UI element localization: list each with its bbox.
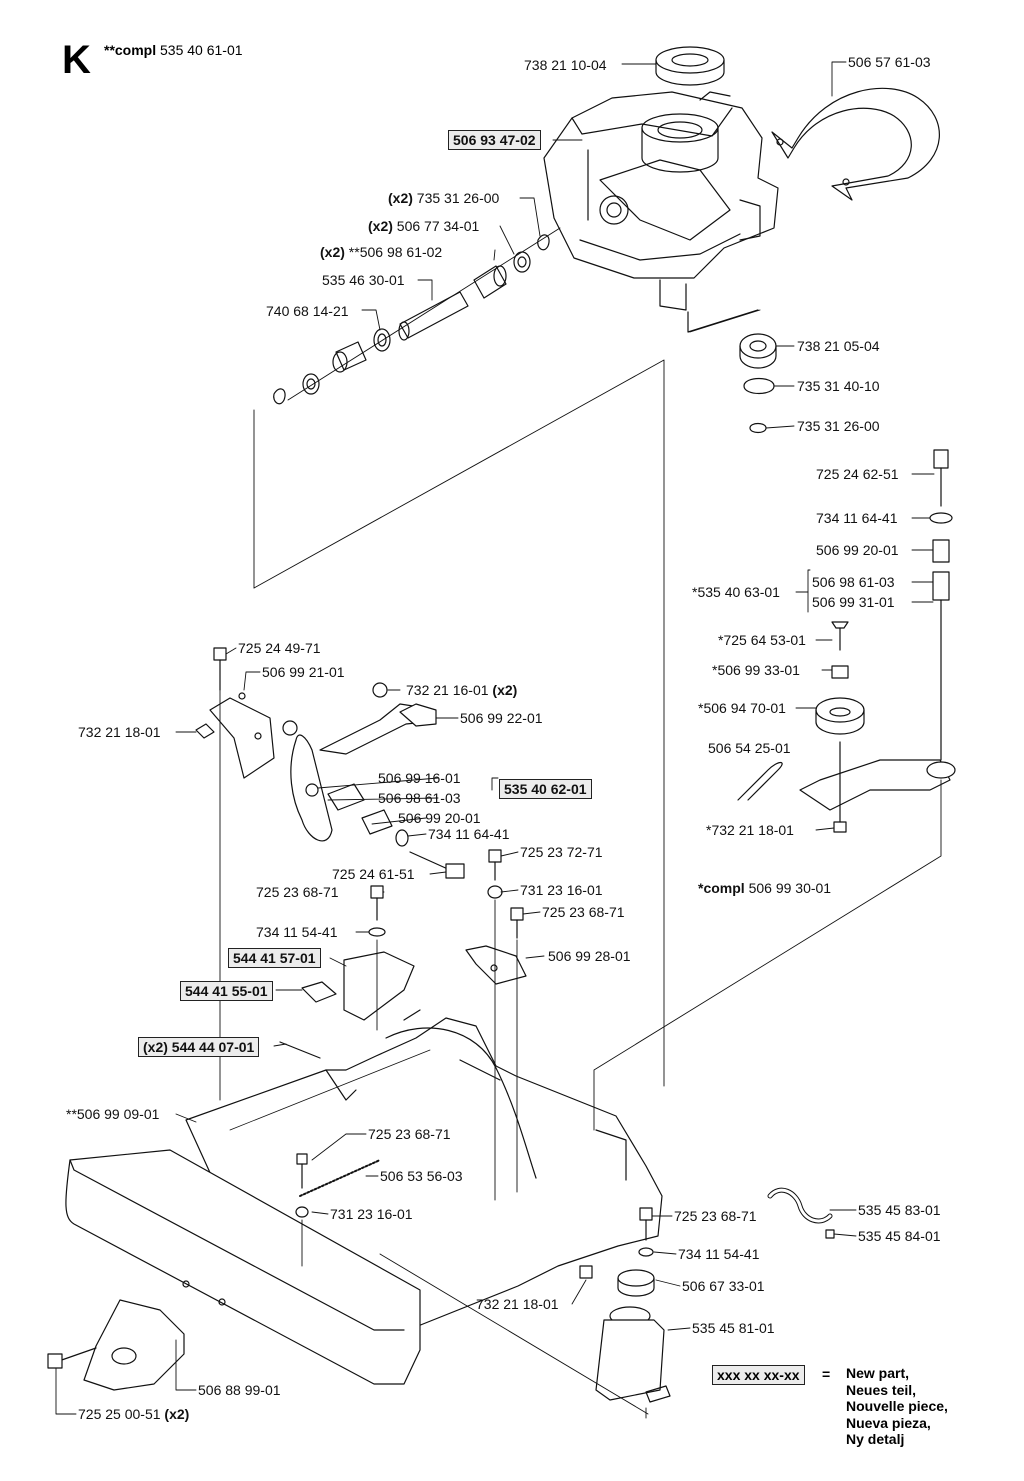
- switch-bracket: [279, 951, 415, 1059]
- part-label: 734 11 54-41: [256, 924, 338, 940]
- legend-line: Nueva pieza,: [846, 1414, 931, 1431]
- part-label: 535 46 30-01: [322, 272, 405, 288]
- part-label: 731 23 16-01: [330, 1206, 413, 1222]
- part-label: 535 45 81-01: [692, 1320, 775, 1336]
- part-label-new: 544 41 57-01: [228, 948, 321, 968]
- linkage-assembly: [195, 647, 465, 879]
- assembly-title-number: 535 40 61-01: [160, 42, 243, 58]
- part-label: 725 24 62-51: [816, 466, 899, 482]
- strap-bracket: [771, 87, 940, 201]
- part-label: 731 23 16-01: [520, 882, 603, 898]
- part-number: 725 25 00-51: [78, 1406, 161, 1422]
- part-label: 732 21 18-01: [476, 1296, 559, 1312]
- part-label: 725 23 68-71: [368, 1126, 451, 1142]
- part-label: 735 31 26-00: [797, 418, 880, 434]
- part-label: 535 45 84-01: [858, 1228, 941, 1244]
- part-qty: (x2): [164, 1406, 190, 1422]
- part-label: 738 21 10-04: [524, 57, 607, 73]
- legend-line: Ny detalj: [846, 1431, 905, 1447]
- gearbox-housing: [543, 46, 779, 311]
- part-label: *compl 506 99 30-01: [698, 880, 831, 896]
- part-label: 725 23 68-71: [674, 1208, 757, 1224]
- part-label: 506 99 28-01: [548, 948, 631, 964]
- part-label: *725 64 53-01: [718, 632, 806, 648]
- part-label: 506 99 21-01: [262, 664, 345, 680]
- label-leaders: [55, 61, 935, 1415]
- part-qty: (x2): [368, 218, 393, 234]
- part-label: 732 21 16-01 (x2): [406, 682, 517, 698]
- part-label: *732 21 18-01: [706, 822, 794, 838]
- part-number: 506 99 30-01: [748, 880, 832, 896]
- assembly-title-prefix: **compl: [104, 42, 157, 58]
- assembly-title: **compl 535 40 61-01: [104, 42, 243, 58]
- part-label: 738 21 05-04: [797, 338, 880, 354]
- part-label: 506 99 20-01: [816, 542, 899, 558]
- part-label: *506 99 33-01: [712, 662, 800, 678]
- part-label: (x2) 735 31 26-00: [388, 190, 499, 206]
- part-label: 734 11 54-41: [678, 1246, 760, 1262]
- part-label: (x2) 506 77 34-01: [368, 218, 479, 234]
- part-qty: (x2): [388, 190, 413, 206]
- part-label: *506 94 70-01: [698, 700, 786, 716]
- part-label: 506 98 61-03: [378, 790, 461, 806]
- part-label: *535 40 63-01: [692, 584, 780, 600]
- part-number: **506 98 61-02: [348, 244, 443, 260]
- part-label: 506 98 61-03: [812, 574, 895, 590]
- part-label: 725 24 49-71: [238, 640, 321, 656]
- part-label: 732 21 18-01: [78, 724, 161, 740]
- legend-line: Neues teil,: [846, 1381, 917, 1398]
- legend-text: New part, Neues teil, Nouvelle piece, Nu…: [846, 1365, 948, 1448]
- part-number: 732 21 16-01: [406, 682, 489, 698]
- idler-assembly: [737, 449, 956, 833]
- part-qty: *compl: [698, 880, 745, 896]
- part-label: **506 99 09-01: [66, 1106, 160, 1122]
- part-label: 725 23 68-71: [256, 884, 339, 900]
- part-label: 725 23 72-71: [520, 844, 603, 860]
- reservoir-assembly: [579, 1187, 835, 1403]
- shaft-assembly: [273, 227, 561, 405]
- section-letter: K: [62, 38, 91, 82]
- part-label: 506 67 33-01: [682, 1278, 765, 1294]
- part-label-new: 506 93 47-02: [448, 130, 541, 150]
- frame-fasteners: [368, 849, 527, 985]
- part-qty: (x2): [320, 244, 345, 260]
- part-label: 506 57 61-03: [848, 54, 931, 70]
- part-label-new: (x2) 544 44 07-01: [138, 1037, 260, 1057]
- part-label: 734 11 64-41: [816, 510, 898, 526]
- part-number: 735 31 26-00: [416, 190, 500, 206]
- part-label: 506 99 16-01: [378, 770, 461, 786]
- part-number: 506 77 34-01: [396, 218, 480, 234]
- part-label: 506 54 25-01: [708, 740, 791, 756]
- part-label: 535 45 83-01: [858, 1202, 941, 1218]
- part-label-new: 544 41 55-01: [180, 981, 273, 1001]
- legend-sample-box: xxx xx xx-xx: [712, 1365, 805, 1385]
- part-label-new: 535 40 62-01: [499, 779, 592, 799]
- legend-equals: =: [822, 1366, 831, 1382]
- part-label: 740 68 14-21: [266, 303, 349, 319]
- part-label: 725 25 00-51 (x2): [78, 1406, 189, 1422]
- part-label: 725 24 61-51: [332, 866, 415, 882]
- part-label: 506 99 22-01: [460, 710, 543, 726]
- part-label: 506 88 99-01: [198, 1382, 281, 1398]
- part-label: 506 99 31-01: [812, 594, 895, 610]
- part-label: 506 99 20-01: [398, 810, 481, 826]
- part-label: 725 23 68-71: [542, 904, 625, 920]
- main-frame: [47, 1009, 663, 1391]
- part-qty: (x2): [492, 682, 518, 698]
- part-label: (x2) **506 98 61-02: [320, 244, 442, 260]
- part-label: 506 53 56-03: [380, 1168, 463, 1184]
- legend-line: New part,: [846, 1365, 910, 1381]
- legend-line: Nouvelle piece,: [846, 1398, 948, 1414]
- guide-lines: [219, 309, 942, 1419]
- part-label: 735 31 40-10: [797, 378, 880, 394]
- part-label: 734 11 64-41: [428, 826, 510, 842]
